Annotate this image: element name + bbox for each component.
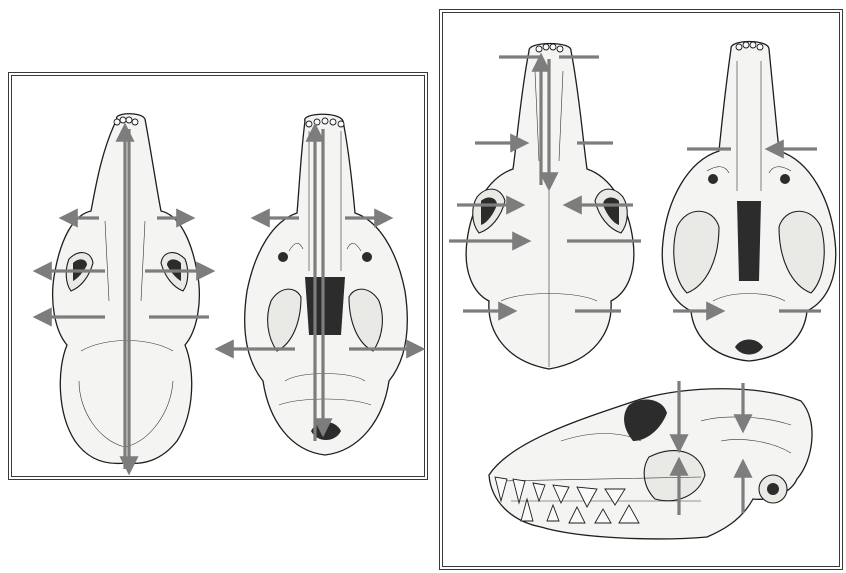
left-panel [8,72,428,480]
left-arrows [9,73,429,481]
right-arrows [440,10,844,571]
right-panel [439,9,843,570]
